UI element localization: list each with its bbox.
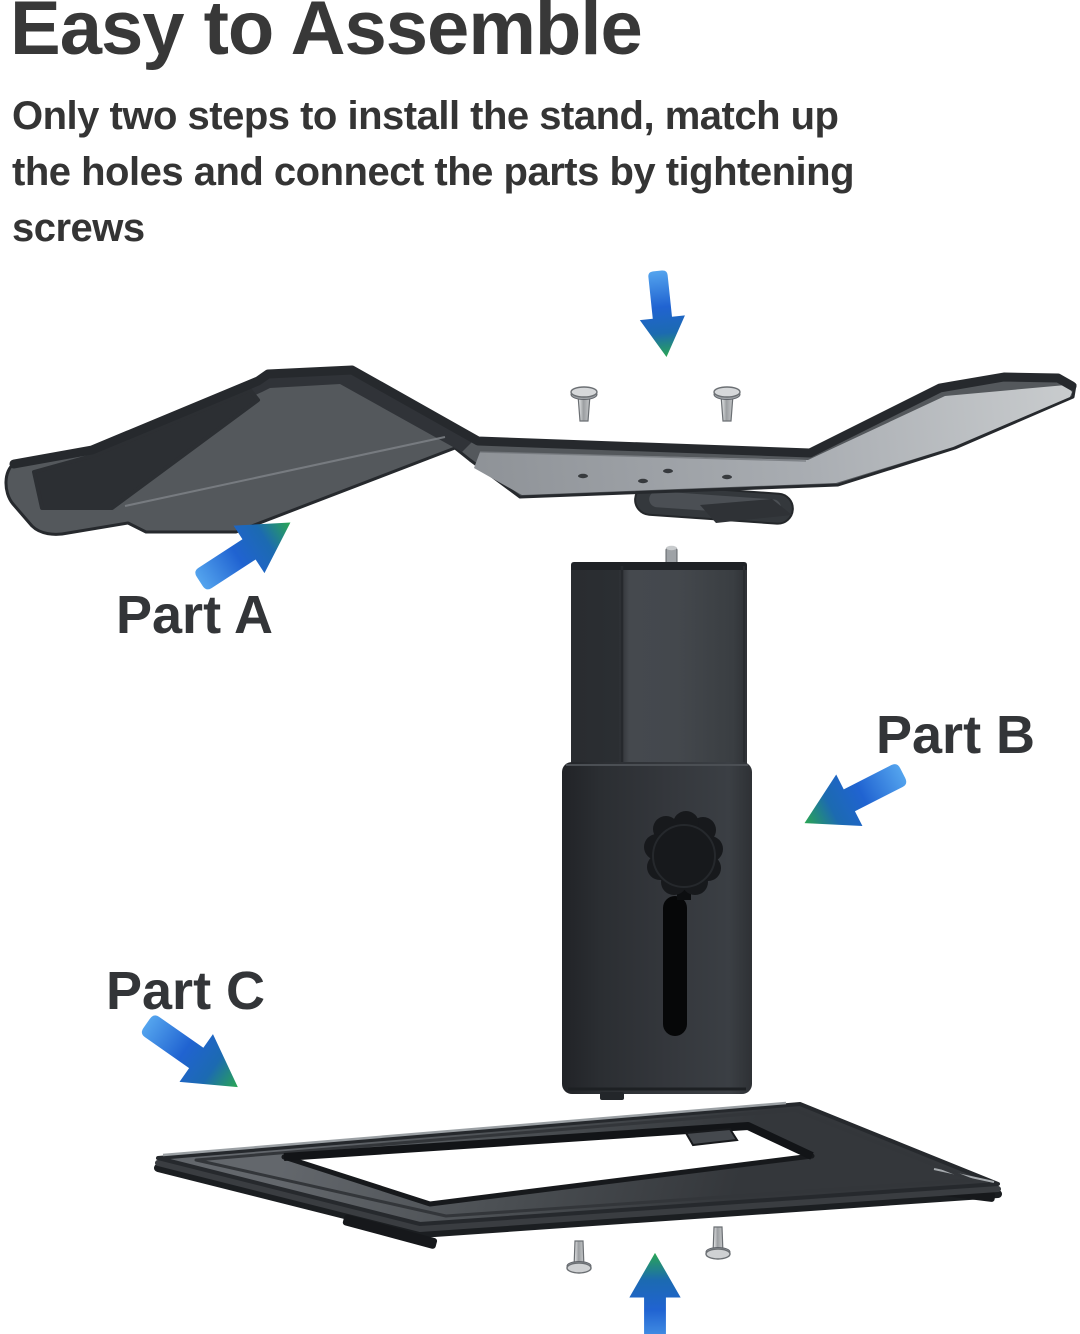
- screw: [705, 1226, 731, 1260]
- subtitle-line-3: screws: [12, 206, 145, 250]
- part-c-label: Part C: [106, 961, 266, 1021]
- screw: [566, 1240, 592, 1274]
- arrow-up-icon: [629, 1252, 681, 1334]
- screw: [713, 386, 741, 422]
- part-a-highlight: [124, 436, 446, 507]
- plate-cutout-inner-wall: [283, 1122, 814, 1161]
- arrow-down-icon: [634, 268, 690, 360]
- part-a-top-edge: [9, 365, 1077, 469]
- part-a-flat-highlight: [479, 451, 807, 462]
- part-b-label: Part B: [876, 705, 1036, 765]
- subtitle-line-2: the holes and connect the parts by tight…: [12, 150, 855, 194]
- part-b-riser: [562, 545, 752, 1100]
- page-title: Easy to Assemble: [10, 0, 643, 71]
- part-a-label: Part A: [116, 585, 274, 645]
- screw: [570, 386, 598, 422]
- subtitle-line-1: Only two steps to install the stand, mat…: [12, 94, 839, 138]
- height-slot: [663, 896, 687, 1036]
- part-a-lip-recess: [32, 388, 260, 510]
- part-a-screw-holes: [578, 468, 732, 484]
- part-a-platform: [4, 365, 1077, 536]
- adjustment-knob: [644, 811, 723, 895]
- part-a-top-face: [92, 372, 472, 462]
- part-b-foot: [600, 1092, 624, 1100]
- top-screws: [570, 386, 741, 422]
- plate-edge-highlight: [162, 1101, 787, 1157]
- plate-foot-tab: [342, 1214, 438, 1249]
- part-a-bracket-tab: [700, 499, 792, 523]
- part-b-stud: [665, 545, 678, 565]
- part-a-underside: [474, 385, 1072, 495]
- part-b-sleeve: [562, 762, 752, 1100]
- plate-cutout-notch: [684, 1127, 739, 1147]
- plate-inset-line: [194, 1108, 974, 1218]
- part-c-base-plate: [154, 1101, 1002, 1249]
- part-b-inner-column: [571, 562, 747, 772]
- page-subtitle: Only two steps to install the stand, mat…: [12, 88, 855, 256]
- bottom-screws: [566, 1226, 731, 1274]
